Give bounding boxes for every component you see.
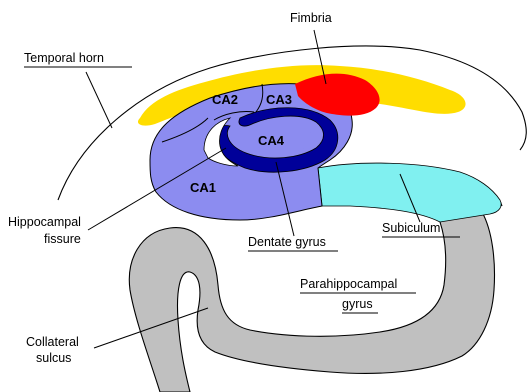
ca3-label: CA3 <box>266 92 292 107</box>
dentate-gyrus-label: Dentate gyrus <box>248 235 326 249</box>
parahippocampal-label-line1: Parahippocampal <box>300 277 397 291</box>
temporal-horn-leader <box>86 72 112 128</box>
hippocampal-fissure-label-line1: Hippocampal <box>8 215 81 229</box>
ca1-label: CA1 <box>190 180 216 195</box>
collateral-sulcus-label-line2: sulcus <box>36 351 71 365</box>
fimbria-label: Fimbria <box>290 11 332 25</box>
temporal-horn-label: Temporal horn <box>24 51 104 65</box>
hippocampal-fissure-label-line2: fissure <box>44 232 81 246</box>
parahippocampal-label-line2: gyrus <box>342 297 373 311</box>
ca4-label: CA4 <box>258 133 285 148</box>
subiculum-region <box>318 163 501 222</box>
collateral-sulcus-label-line1: Collateral <box>26 335 79 349</box>
ca2-label: CA2 <box>212 92 238 107</box>
subiculum-label: Subiculum <box>382 221 440 235</box>
